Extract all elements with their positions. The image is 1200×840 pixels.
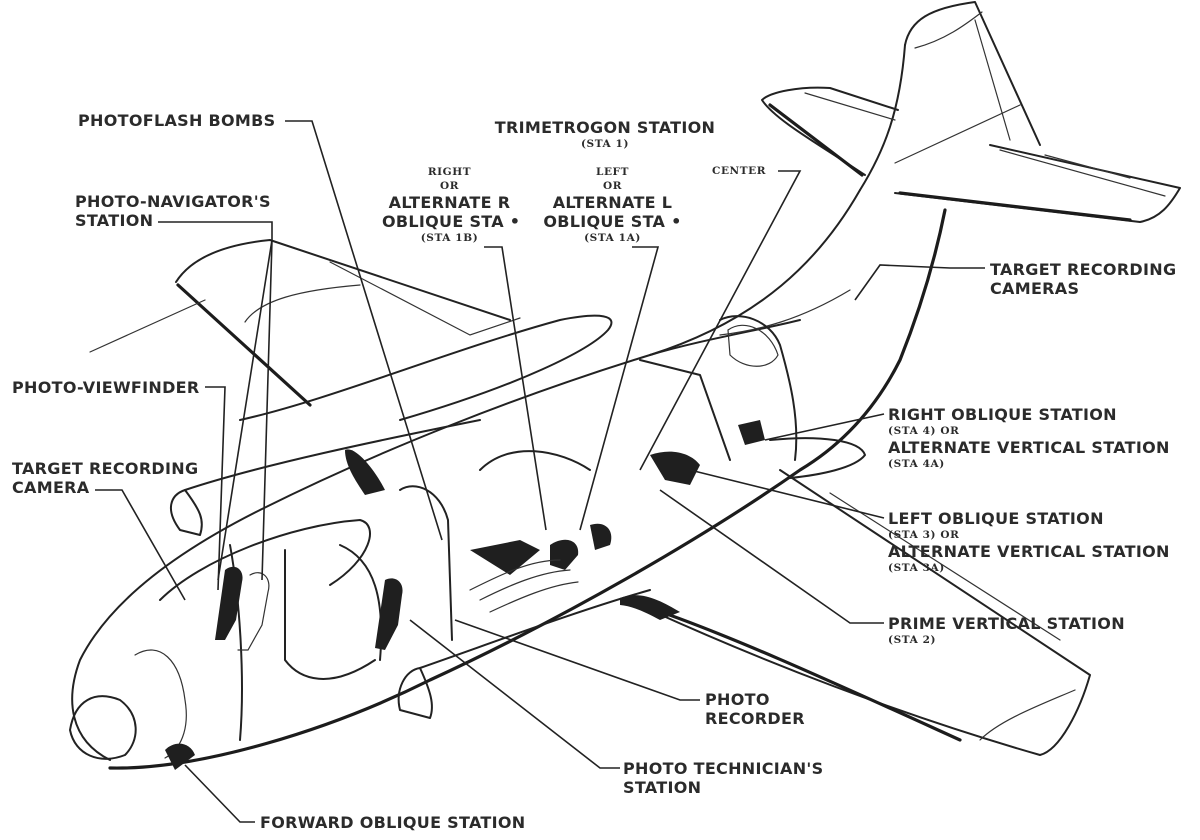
label-sub: (STA 1B) — [420, 232, 479, 244]
label-title: TRIMETROGON STATION — [494, 118, 716, 137]
label-pre-2: OR — [439, 180, 460, 192]
label-line-1: RIGHT OBLIQUE STATION — [888, 405, 1117, 424]
label-line-2: RECORDER — [705, 709, 805, 728]
leader-sta-1a — [579, 246, 660, 531]
label-sub-2: (STA 4A) — [888, 458, 945, 470]
label-prime-vertical-station: PRIME VERTICAL STATION (STA 2) — [888, 614, 1125, 647]
label-line-1: ALTERNATE R — [388, 193, 511, 212]
label-sub-2: (STA 3A) — [888, 562, 945, 574]
bullet-marker-icon: • — [509, 212, 521, 231]
label-sub: (STA 1A) — [584, 232, 641, 244]
left-wing — [89, 239, 613, 421]
label-forward-oblique-station: FORWARD OBLIQUE STATION — [260, 813, 525, 832]
engine-nacelle-right — [397, 589, 680, 719]
label-photoflash-bombs: PHOTOFLASH BOMBS — [78, 111, 275, 130]
label-sub: (STA 2) — [888, 634, 937, 646]
leader-center — [639, 170, 802, 471]
label-photo-navigator-station: PHOTO-NAVIGATOR'S STATION — [75, 192, 271, 230]
label-line-2: STATION — [75, 211, 154, 230]
label-photo-technician-station: PHOTO TECHNICIAN'S STATION — [623, 759, 823, 797]
horizontal-stabilizer-left — [761, 86, 899, 177]
label-line-1: PHOTO-NAVIGATOR'S — [75, 192, 271, 211]
label-center: CENTER — [712, 164, 766, 178]
label-sub-1: (STA 3) OR — [888, 529, 960, 541]
label-text: PHOTOFLASH BOMBS — [78, 111, 276, 130]
label-sub: (STA 1) — [580, 138, 630, 150]
leader-photo-navigator — [158, 221, 273, 581]
label-right-oblique-station: RIGHT OBLIQUE STATION (STA 4) OR ALTERNA… — [888, 405, 1170, 471]
label-line-1: PRIME VERTICAL STATION — [888, 614, 1125, 633]
vertical-tail — [859, 1, 1041, 191]
label-text: CENTER — [712, 165, 767, 177]
label-text: FORWARD OBLIQUE STATION — [260, 813, 526, 832]
label-line-2-text: OBLIQUE STA — [543, 212, 666, 231]
leader-forward-oblique — [184, 764, 255, 823]
label-left-oblique-station: LEFT OBLIQUE STATION (STA 3) OR ALTERNAT… — [888, 509, 1170, 575]
label-line-2: CAMERA — [12, 478, 90, 497]
leader-photo-recorder — [454, 619, 700, 701]
horizontal-stabilizer-right — [894, 144, 1181, 223]
engine-nacelle-left — [170, 419, 481, 536]
leader-prime-vertical — [659, 489, 884, 624]
label-line-2-text: OBLIQUE STA — [382, 212, 504, 231]
label-right-alternate-oblique: RIGHT OR ALTERNATE R OBLIQUE STA • (STA … — [382, 165, 520, 245]
right-wing — [638, 437, 1091, 756]
label-left-alternate-oblique: LEFT OR ALTERNATE L OBLIQUE STA • (STA 1… — [540, 165, 685, 245]
crew-and-equipment — [215, 420, 765, 651]
leader-photo-technician — [409, 619, 620, 769]
label-target-recording-cameras: TARGET RECORDING CAMERAS — [990, 260, 1176, 298]
label-line-1: TARGET RECORDING — [12, 459, 199, 478]
label-line-1: PHOTO TECHNICIAN'S — [623, 759, 824, 778]
label-line-1: TARGET RECORDING — [990, 260, 1177, 279]
leader-photo-viewfinder — [205, 386, 226, 591]
label-line-2: ALTERNATE VERTICAL STATION — [888, 438, 1170, 457]
nose-section — [69, 519, 371, 770]
leader-target-recording-cameras — [854, 264, 985, 301]
label-text: PHOTO-VIEWFINDER — [12, 378, 200, 397]
label-pre-2: OR — [602, 180, 623, 192]
bullet-marker-icon: • — [671, 212, 682, 231]
label-sub-1: (STA 4) OR — [888, 425, 960, 437]
leader-right-oblique — [764, 413, 885, 441]
label-line-2: OBLIQUE STA • — [382, 212, 520, 231]
label-line-2: CAMERAS — [990, 279, 1080, 298]
label-line-1: PHOTO — [705, 690, 770, 709]
label-line-1: ALTERNATE L — [552, 193, 673, 212]
label-trimetrogon-station: TRIMETROGON STATION (STA 1) — [490, 118, 720, 151]
leader-sta-1b — [484, 246, 547, 531]
label-line-2: OBLIQUE STA • — [540, 212, 685, 231]
label-line-2: STATION — [623, 778, 702, 797]
label-pre-1: LEFT — [595, 166, 630, 178]
leader-left-oblique — [689, 469, 885, 519]
leader-lines — [95, 120, 985, 823]
label-pre-1: RIGHT — [427, 166, 472, 178]
label-line-1: LEFT OBLIQUE STATION — [888, 509, 1104, 528]
label-line-2: ALTERNATE VERTICAL STATION — [888, 542, 1170, 561]
leader-photo-navigator-2 — [217, 239, 273, 581]
label-photo-recorder: PHOTO RECORDER — [705, 690, 805, 728]
label-target-recording-camera: TARGET RECORDING CAMERA — [12, 459, 198, 497]
leader-target-recording-camera — [95, 489, 186, 601]
leader-photoflash-bombs — [285, 120, 443, 541]
label-photo-viewfinder: PHOTO-VIEWFINDER — [12, 378, 200, 397]
fuselage — [71, 189, 947, 770]
